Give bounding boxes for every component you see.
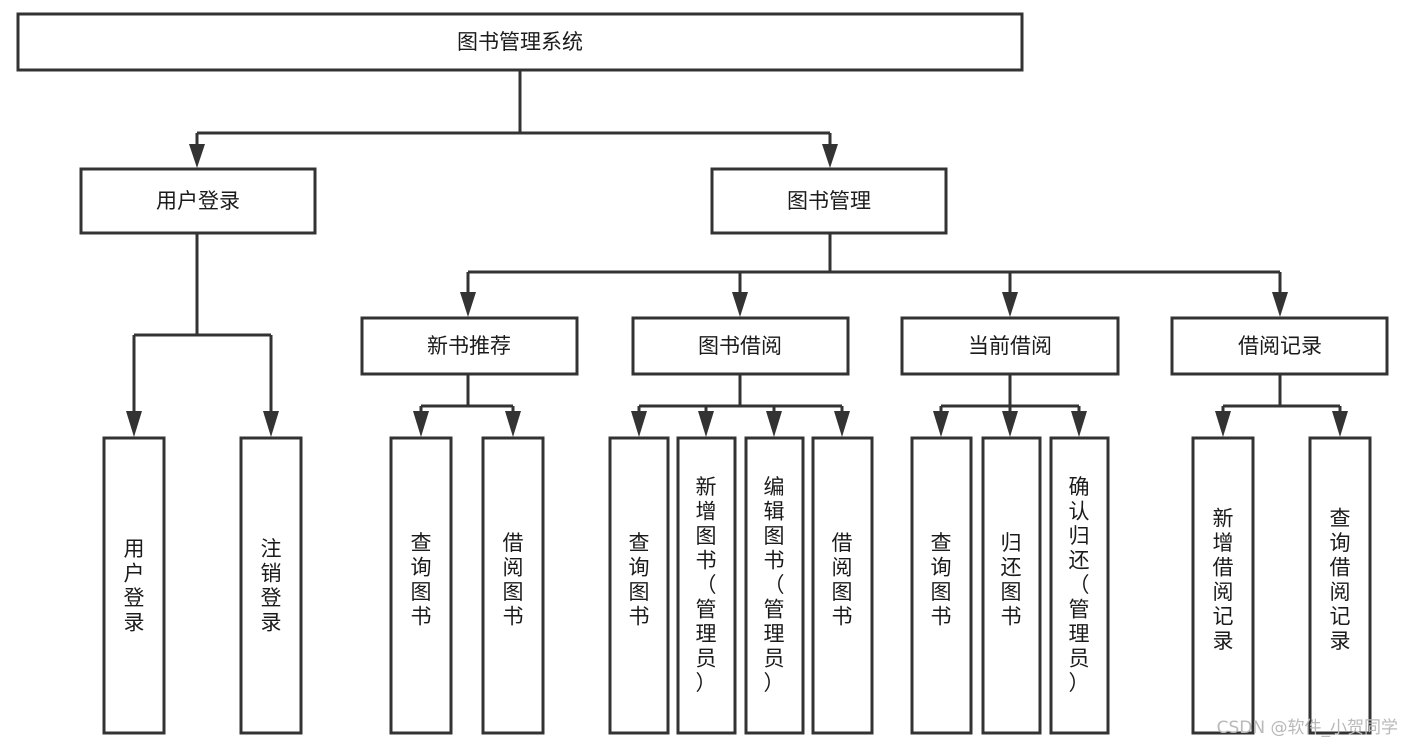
arrow-bookmgmt-to-borrowrecord	[1272, 292, 1288, 317]
arrow-bookborrow-leaf-4	[834, 411, 850, 437]
arrow-bookborrow-leaf-2	[698, 411, 714, 437]
node-leaf-add-book[interactable]: 新增图书（管理员）	[676, 436, 737, 735]
node-new-book-recommend-box[interactable]	[360, 316, 579, 376]
arrow-bookmgmt-to-newbook	[460, 292, 476, 317]
node-leaf-add-record-box[interactable]	[1191, 436, 1255, 735]
node-book-borrow-label: 图书借阅	[698, 334, 782, 358]
node-leaf-query-record-box[interactable]	[1308, 436, 1372, 735]
node-current-borrow[interactable]: 当前借阅	[900, 316, 1120, 376]
node-book-management[interactable]: 图书管理	[710, 167, 948, 235]
node-leaf-query-book-1[interactable]: 查询图书	[389, 436, 453, 735]
node-leaf-user-login-box[interactable]	[102, 436, 166, 735]
arrow-userlogin-leaf-1	[126, 411, 142, 437]
node-user-login-box[interactable]	[79, 167, 317, 235]
arrow-borrowrecord-leaf-1	[1215, 411, 1231, 437]
arrow-newbook-leaf-2	[505, 411, 521, 437]
node-leaf-confirm-return-label: 确认归还（管理员）	[1069, 475, 1090, 695]
arrow-currentborrow-leaf-2	[1002, 411, 1018, 437]
node-leaf-return-book-label: 归还图书	[1001, 531, 1022, 629]
arrow-bookmgmt-to-bookborrow	[732, 292, 748, 317]
node-leaf-query-book-3[interactable]: 查询图书	[910, 436, 973, 735]
node-leaf-query-book-3-box[interactable]	[910, 436, 973, 735]
node-leaf-add-record-label: 新增借阅记录	[1213, 507, 1234, 654]
node-new-book-recommend-label: 新书推荐	[427, 334, 511, 358]
node-current-borrow-box[interactable]	[900, 316, 1120, 376]
node-leaf-query-book-2[interactable]: 查询图书	[608, 436, 670, 735]
node-leaf-query-book-1-box[interactable]	[389, 436, 453, 735]
arrow-root-to-bookmgmt	[822, 144, 838, 168]
node-leaf-query-book-3-label: 查询图书	[931, 531, 952, 629]
node-leaf-query-book-2-label: 查询图书	[629, 531, 650, 629]
node-leaf-edit-book-label: 编辑图书（管理员）	[764, 475, 785, 695]
node-root[interactable]: 图书管理系统	[16, 12, 1024, 72]
node-leaf-edit-book[interactable]: 编辑图书（管理员）	[744, 436, 805, 735]
node-leaf-borrow-book-1-box[interactable]	[481, 436, 545, 735]
node-root-label: 图书管理系统	[457, 30, 583, 54]
connector-layer	[126, 71, 1348, 437]
node-leaf-borrow-book-1-label: 借阅图书	[503, 531, 524, 629]
node-book-borrow-box[interactable]	[631, 316, 850, 376]
node-leaf-borrow-book-2[interactable]: 借阅图书	[811, 436, 874, 735]
node-book-management-box[interactable]	[710, 167, 948, 235]
arrow-bookborrow-leaf-1	[631, 411, 647, 437]
arrow-currentborrow-leaf-3	[1071, 411, 1087, 437]
node-leaf-logout-label: 注销登录	[261, 537, 282, 635]
node-leaf-borrow-book-2-box[interactable]	[811, 436, 874, 735]
arrow-currentborrow-leaf-1	[933, 411, 949, 437]
arrow-newbook-leaf-1	[413, 411, 429, 437]
node-leaf-confirm-return-box[interactable]	[1049, 436, 1110, 735]
node-book-management-label: 图书管理	[787, 189, 871, 213]
node-leaf-user-login-label: 用户登录	[124, 537, 145, 635]
node-leaf-query-book-2-box[interactable]	[608, 436, 670, 735]
node-user-login-label: 用户登录	[156, 189, 240, 213]
node-new-book-recommend[interactable]: 新书推荐	[360, 316, 579, 376]
node-leaf-add-record[interactable]: 新增借阅记录	[1191, 436, 1255, 735]
node-leaf-query-book-1-label: 查询图书	[411, 531, 432, 629]
arrow-bookmgmt-to-currentborrow	[1002, 292, 1018, 317]
arrow-userlogin-leaf-2	[263, 411, 279, 437]
node-borrow-record-box[interactable]	[1170, 316, 1389, 376]
node-leaf-query-record-label: 查询借阅记录	[1330, 507, 1351, 654]
node-leaf-return-book-box[interactable]	[981, 436, 1042, 735]
node-borrow-record[interactable]: 借阅记录	[1170, 316, 1389, 376]
node-leaf-query-record[interactable]: 查询借阅记录	[1308, 436, 1372, 735]
node-leaf-borrow-book-1[interactable]: 借阅图书	[481, 436, 545, 735]
node-user-login[interactable]: 用户登录	[79, 167, 317, 235]
node-leaf-add-book-label: 新增图书（管理员）	[696, 475, 717, 695]
arrow-root-to-userlogin	[189, 144, 205, 168]
node-leaf-add-book-box[interactable]	[676, 436, 737, 735]
node-leaf-confirm-return[interactable]: 确认归还（管理员）	[1049, 436, 1110, 735]
csdn-watermark: CSDN @软件_小贺同学	[1217, 718, 1398, 738]
node-leaf-return-book[interactable]: 归还图书	[981, 436, 1042, 735]
node-borrow-record-label: 借阅记录	[1238, 334, 1322, 358]
node-leaf-user-login[interactable]: 用户登录	[102, 436, 166, 735]
node-book-borrow[interactable]: 图书借阅	[631, 316, 850, 376]
node-leaf-logout-box[interactable]	[239, 436, 303, 735]
node-leaf-borrow-book-2-label: 借阅图书	[832, 531, 853, 629]
node-current-borrow-label: 当前借阅	[968, 334, 1052, 358]
node-leaf-edit-book-box[interactable]	[744, 436, 805, 735]
arrow-borrowrecord-leaf-2	[1332, 411, 1348, 437]
node-leaf-logout[interactable]: 注销登录	[239, 436, 303, 735]
arrow-bookborrow-leaf-3	[766, 411, 782, 437]
node-root-box[interactable]	[16, 12, 1024, 72]
